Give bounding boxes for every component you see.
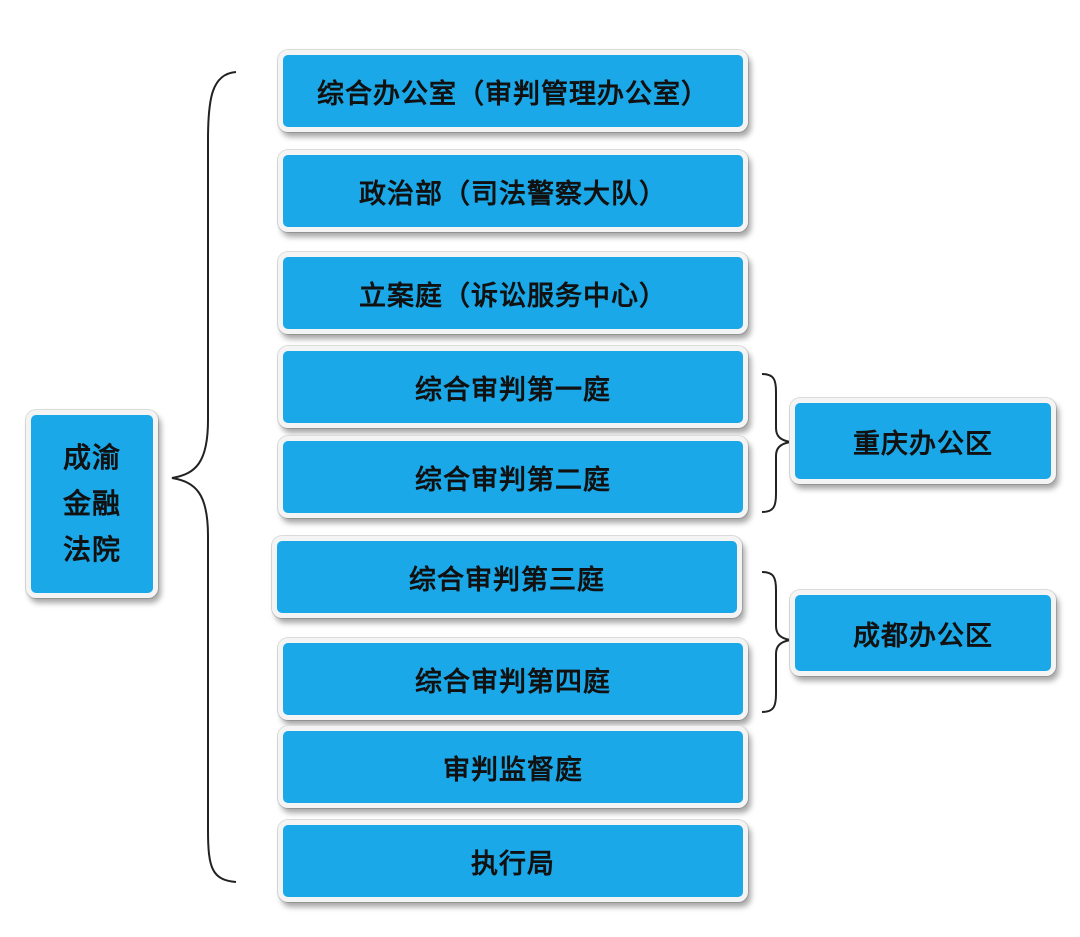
dept-label: 执行局 (471, 848, 555, 880)
dept-supervision: 审判监督庭 (278, 726, 748, 808)
dept-label: 立案庭（诉讼服务中心） (359, 280, 667, 312)
dept-political: 政治部（司法警察大队） (278, 150, 748, 232)
dept-trial-3: 综合审判第三庭 (272, 536, 742, 618)
chengdu-brace (761, 571, 791, 713)
dept-label: 政治部（司法警察大队） (359, 178, 667, 210)
root-line-2: 金融 (62, 487, 121, 520)
dept-filing: 立案庭（诉讼服务中心） (278, 252, 748, 334)
chongqing-brace (761, 373, 791, 513)
main-brace (171, 71, 237, 883)
dept-general-office: 综合办公室（审判管理办公室） (278, 50, 748, 132)
dept-enforcement: 执行局 (278, 820, 748, 902)
dept-trial-1: 综合审判第一庭 (278, 346, 748, 428)
dept-label: 综合审判第四庭 (415, 666, 611, 698)
office-label: 成都办公区 (853, 620, 993, 652)
dept-trial-2: 综合审判第二庭 (278, 436, 748, 518)
office-chengdu: 成都办公区 (790, 590, 1056, 676)
dept-label: 综合办公室（审判管理办公室） (317, 78, 709, 110)
dept-label: 综合审判第三庭 (409, 564, 605, 596)
dept-label: 审判监督庭 (443, 754, 583, 786)
root-line-1: 成渝 (62, 441, 121, 474)
office-chongqing: 重庆办公区 (790, 398, 1056, 484)
dept-label: 综合审判第一庭 (415, 374, 611, 406)
dept-label: 综合审判第二庭 (415, 464, 611, 496)
dept-trial-4: 综合审判第四庭 (278, 638, 748, 720)
root-line-3: 法院 (62, 533, 121, 566)
root-court-box: 成渝 金融 法院 (26, 410, 158, 598)
office-label: 重庆办公区 (853, 428, 993, 460)
